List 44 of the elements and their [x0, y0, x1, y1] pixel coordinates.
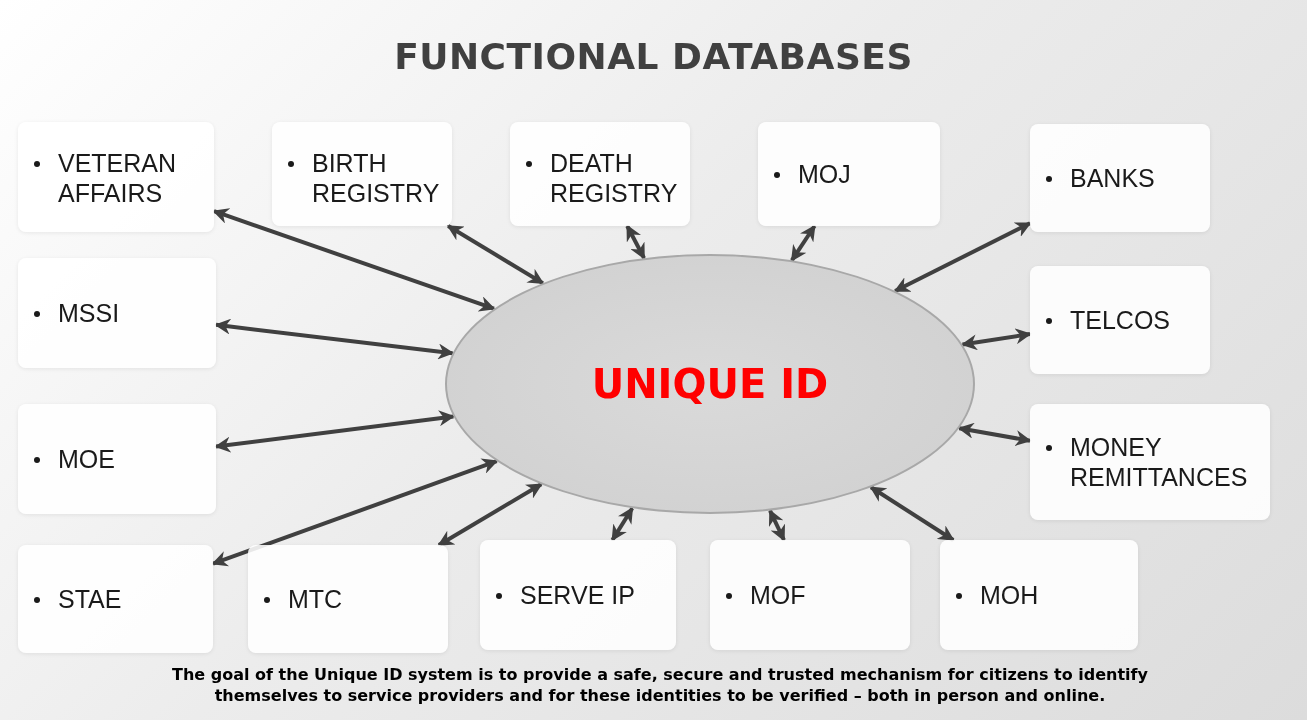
database-label: BIRTH REGISTRY — [286, 148, 442, 208]
title: FUNCTIONAL DATABASES — [394, 36, 913, 77]
database-label: VETERAN AFFAIRS — [32, 148, 204, 208]
database-box — [1030, 266, 1210, 374]
caption: The goal of the Unique ID system is to provide a safe, secure and trusted mechanism for citizens to identify themselves to service providers and for these identities to be verified – both in person and online. — [171, 664, 1149, 706]
database-box — [1030, 404, 1270, 520]
database-label: MOF — [724, 580, 806, 610]
database-box — [18, 404, 216, 514]
double-arrow — [437, 482, 543, 547]
database-box — [710, 540, 910, 650]
double-arrow — [790, 224, 817, 262]
database-box — [272, 122, 452, 226]
double-arrow — [893, 221, 1032, 293]
database-box — [758, 122, 940, 226]
database-box — [18, 122, 214, 232]
double-arrow — [211, 458, 499, 567]
database-label: MOH — [954, 580, 1039, 610]
database-label: DEATH REGISTRY — [524, 148, 680, 208]
database-label: STAE — [32, 584, 122, 614]
database-label: MOJ — [772, 159, 851, 189]
database-label: MSSI — [32, 298, 120, 328]
database-box — [1030, 124, 1210, 232]
database-label: MTC — [262, 584, 343, 614]
database-label: SERVE IP — [494, 580, 635, 610]
double-arrow — [625, 224, 646, 260]
database-label: TELCOS — [1044, 305, 1171, 335]
database-box — [940, 540, 1138, 650]
double-arrow — [610, 506, 634, 542]
double-arrow — [960, 328, 1032, 351]
database-box — [18, 258, 216, 368]
hub-label: UNIQUE ID — [591, 361, 829, 407]
database-label: MONEY REMITTANCES — [1044, 432, 1260, 492]
double-arrow — [214, 410, 455, 453]
database-box — [480, 540, 676, 650]
double-arrow — [446, 224, 545, 285]
database-box — [510, 122, 690, 226]
double-arrow — [869, 485, 955, 542]
database-label: BANKS — [1044, 163, 1155, 193]
double-arrow — [214, 318, 455, 360]
database-box — [18, 545, 213, 653]
database-box — [248, 545, 448, 653]
double-arrow — [957, 422, 1032, 447]
database-label: MOE — [32, 444, 115, 474]
double-arrow — [212, 208, 496, 312]
